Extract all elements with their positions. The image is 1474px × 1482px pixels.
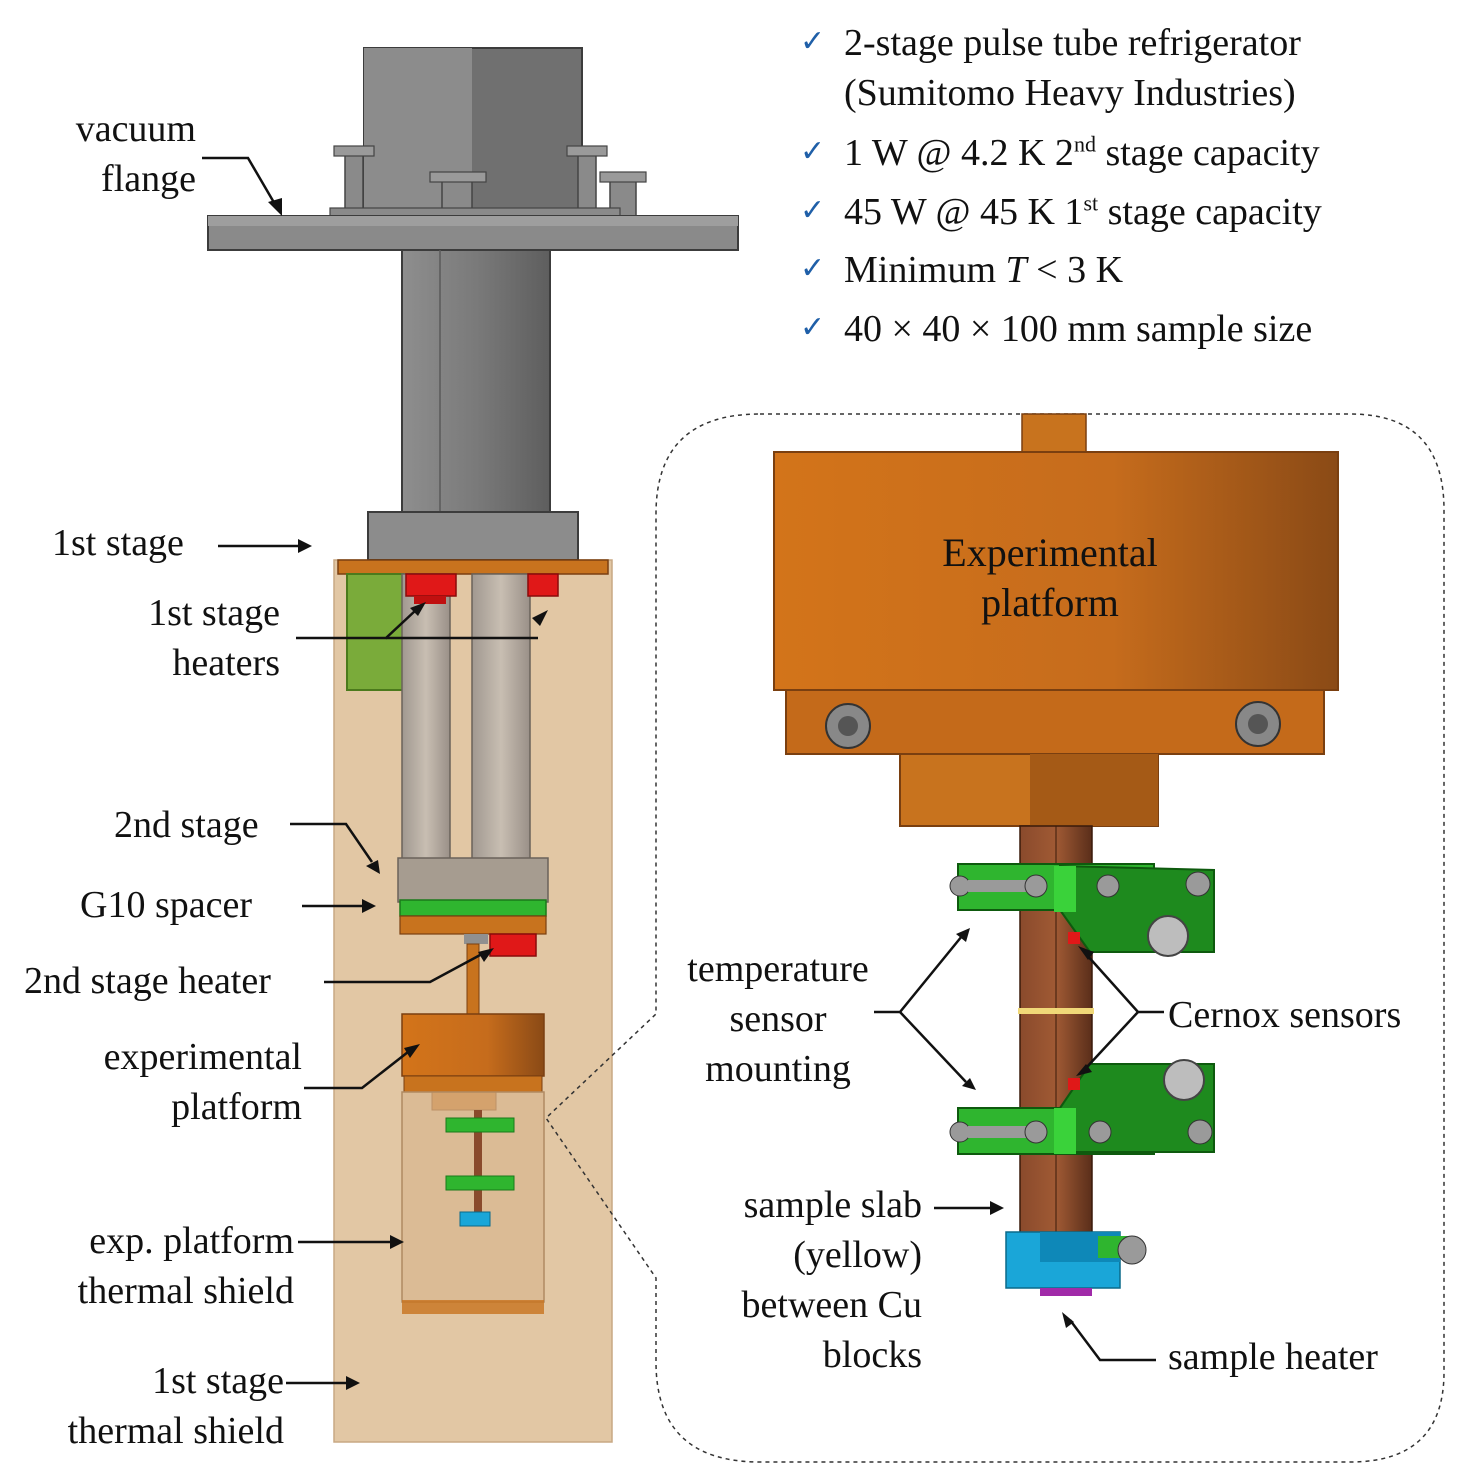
first-stage-heater-a xyxy=(405,573,457,597)
feature-2-sup: nd xyxy=(1073,131,1096,157)
label-detail-platform-line-1: Experimental xyxy=(942,530,1158,575)
detail-platform-body xyxy=(773,451,1339,691)
feature-3-post: stage capacity xyxy=(1098,191,1322,233)
feature-2-pre: 1 W @ 4.2 K 2 xyxy=(844,132,1074,174)
feature-3-sup: st xyxy=(1083,190,1099,216)
check-icon: ✓ xyxy=(800,134,826,169)
label-sample-slab-line-4: blocks xyxy=(822,1334,922,1376)
feature-1-line-2: (Sumitomo Heavy Industries) xyxy=(844,72,1296,114)
label-sample-slab-line-2: (yellow) xyxy=(793,1234,922,1276)
label-sample-slab: sample slab (yellow) between Cu blocks xyxy=(742,1180,922,1380)
feature-3: 45 W @ 45 K 1st stage capacity xyxy=(844,187,1322,237)
check-icon: ✓ xyxy=(800,251,826,286)
second-stage-flange xyxy=(397,857,549,903)
label-detail-platform-line-2: platform xyxy=(981,580,1119,625)
feature-5-text: 40 × 40 × 100 mm sample size xyxy=(844,308,1313,350)
yellow-sample-slab xyxy=(1018,1008,1094,1014)
pulse-tube-right xyxy=(471,573,531,861)
label-sample-slab-line-1: sample slab xyxy=(743,1184,922,1226)
label-second-stage-text: 2nd stage xyxy=(114,804,259,846)
label-cernox-sensors-text: Cernox sensors xyxy=(1168,994,1402,1036)
label-first-stage-shield-line-2: thermal shield xyxy=(67,1410,284,1452)
feature-1-line-1: 2-stage pulse tube refrigerator xyxy=(844,22,1301,64)
label-g10-spacer-text: G10 spacer xyxy=(80,884,252,926)
label-detail-platform: Experimental platform xyxy=(900,528,1200,628)
label-sample-heater: sample heater xyxy=(1168,1332,1378,1382)
label-temp-sensor-mounting-line-1: temperature xyxy=(687,948,869,990)
cold-head-neck xyxy=(401,249,551,513)
label-first-stage-heaters-line-1: 1st stage xyxy=(148,592,280,634)
feature-4-pre: Minimum xyxy=(844,249,1006,291)
label-experimental-platform-line-2: platform xyxy=(171,1086,302,1128)
feature-2: 1 W @ 4.2 K 2nd stage capacity xyxy=(844,128,1320,178)
label-vacuum-flange: vacuum flange xyxy=(76,104,196,204)
label-exp-platform-shield-line-2: thermal shield xyxy=(77,1270,294,1312)
label-temp-sensor-mounting-line-3: mounting xyxy=(705,1048,851,1090)
zoom-callout-border xyxy=(545,413,1445,1463)
label-temp-sensor-mounting-line-2: sensor xyxy=(729,998,827,1040)
label-vacuum-flange-line-2: flange xyxy=(101,158,196,200)
second-stage-heater-part xyxy=(489,933,537,957)
label-sample-heater-text: sample heater xyxy=(1168,1336,1378,1378)
green-bracket xyxy=(346,573,404,691)
label-first-stage-heaters-line-2: heaters xyxy=(172,642,280,684)
feature-2-post: stage capacity xyxy=(1095,132,1320,174)
label-second-stage-heater: 2nd stage heater xyxy=(24,956,271,1006)
check-icon: ✓ xyxy=(800,310,826,345)
feature-4-post: < 3 K xyxy=(1026,249,1124,291)
feature-1: 2-stage pulse tube refrigerator (Sumitom… xyxy=(844,18,1301,118)
label-vacuum-flange-line-1: vacuum xyxy=(75,108,196,150)
label-cernox-sensors: Cernox sensors xyxy=(1168,990,1401,1040)
label-sample-slab-line-3: between Cu xyxy=(741,1284,922,1326)
feature-4: Minimum T < 3 K xyxy=(844,245,1123,295)
g10-spacer-part xyxy=(399,899,547,917)
feature-4-ital: T xyxy=(1005,249,1027,291)
pulse-tube-left xyxy=(401,573,451,861)
label-second-stage: 2nd stage xyxy=(114,800,259,850)
feature-5: 40 × 40 × 100 mm sample size xyxy=(844,304,1312,354)
label-temp-sensor-mounting: temperature sensor mounting xyxy=(672,944,884,1094)
label-experimental-platform-line-1: experimental xyxy=(103,1036,302,1078)
label-second-stage-heater-text: 2nd stage heater xyxy=(24,960,271,1002)
label-exp-platform-shield: exp. platform thermal shield xyxy=(78,1216,294,1316)
first-stage-heater-b xyxy=(527,573,559,597)
label-first-stage-text: 1st stage xyxy=(52,522,184,564)
label-first-stage-shield: 1st stage thermal shield xyxy=(68,1356,284,1456)
label-exp-platform-shield-line-1: exp. platform xyxy=(89,1220,294,1262)
label-first-stage-heaters: 1st stage heaters xyxy=(148,588,280,688)
feature-3-pre: 45 W @ 45 K 1 xyxy=(844,191,1084,233)
label-g10-spacer: G10 spacer xyxy=(80,880,252,930)
label-experimental-platform: experimental platform xyxy=(104,1032,302,1132)
label-first-stage-shield-line-1: 1st stage xyxy=(152,1360,284,1402)
label-first-stage: 1st stage xyxy=(52,518,184,568)
check-icon: ✓ xyxy=(800,24,826,59)
experimental-platform-part xyxy=(401,1013,545,1077)
check-icon: ✓ xyxy=(800,193,826,228)
first-stage-flange xyxy=(367,511,579,561)
